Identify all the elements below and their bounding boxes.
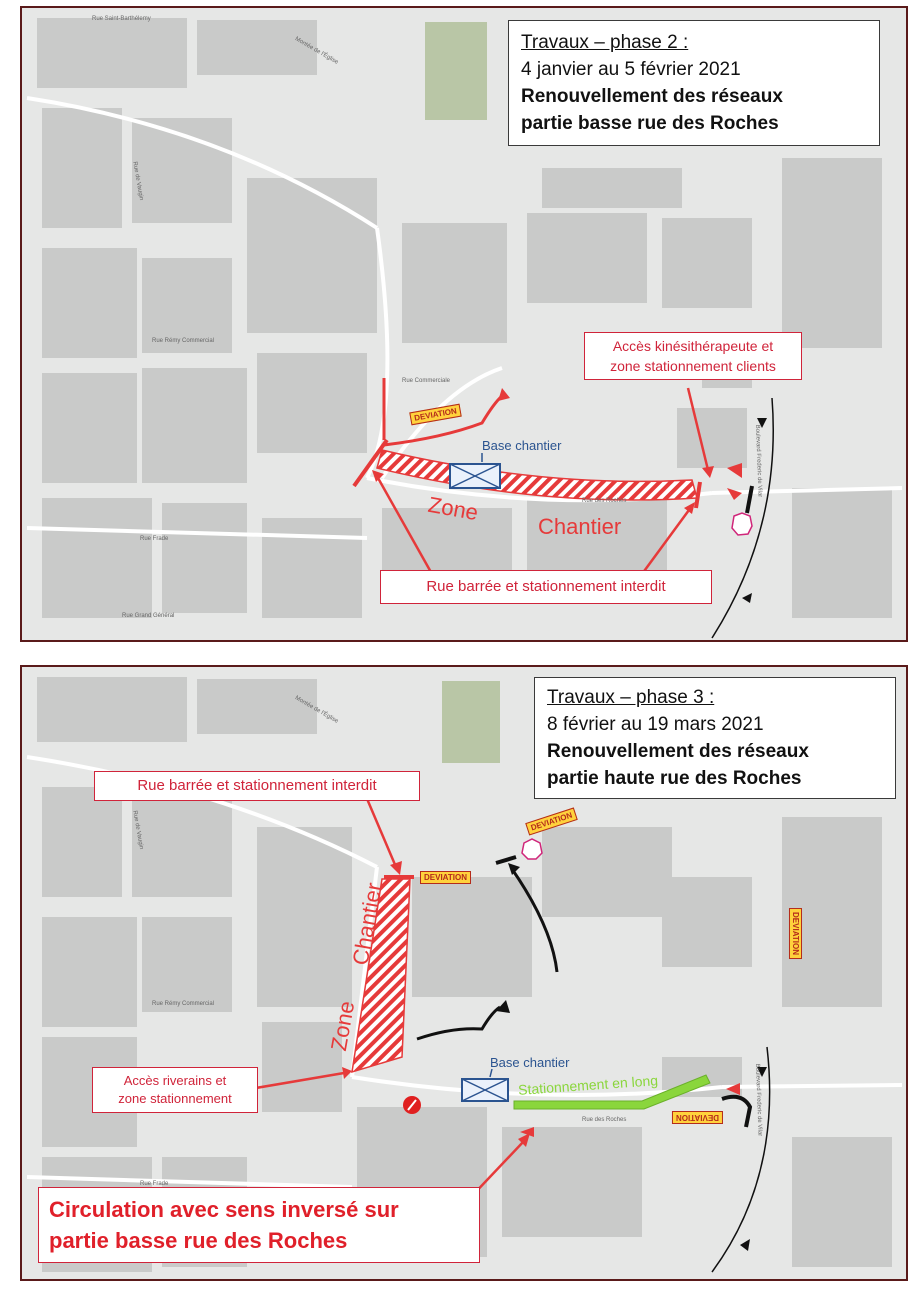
riverains-callout-line2: zone stationnement — [118, 1091, 232, 1106]
park-area — [425, 22, 487, 120]
black-bar — [495, 855, 517, 865]
phase3-title-line3: Renouvellement des réseaux — [547, 741, 809, 762]
park-area — [442, 681, 500, 763]
boulevard-line — [711, 1046, 771, 1273]
construction-zone — [376, 449, 698, 501]
black-arrow-1 — [757, 418, 767, 428]
base-chantier-label: Base chantier — [490, 1055, 570, 1070]
phase3-title-line2: 8 février au 19 mars 2021 — [547, 714, 764, 735]
red-arrow-2 — [520, 1127, 534, 1137]
street-label: Rue Frade — [140, 1181, 169, 1187]
closed-street-callout: Rue barrée et stationnement interdit — [380, 570, 712, 604]
phase3-title-line1: Travaux – phase 3 : — [547, 687, 715, 708]
phase2-title-line2: 4 janvier au 5 février 2021 — [521, 59, 741, 80]
street-label: Rue Commerciale — [402, 378, 451, 384]
riverains-callout-arrow — [249, 1071, 345, 1091]
access-callout-arrowhead — [702, 466, 714, 478]
circulation-callout-line2: partie basse rue des Roches — [49, 1228, 348, 1253]
red-arrow-2 — [727, 488, 742, 500]
deviation-arrowhead — [498, 388, 510, 401]
street-label: Rue Rémy Commercial — [152, 338, 215, 344]
stop-sign-icon — [521, 838, 543, 860]
closure-bar-right — [694, 481, 702, 509]
red-arrow-1 — [726, 1083, 740, 1095]
black-route-1 — [416, 1005, 501, 1041]
map-panel-phase2: Travaux – phase 2 : 4 janvier au 5 févri… — [20, 6, 908, 642]
deviation-tag: DEVIATION — [420, 871, 471, 884]
closed-callout-arrow-right — [640, 509, 691, 575]
closed-callout-arrow-left — [376, 477, 434, 575]
phase2-title-line3: Renouvellement des réseaux — [521, 86, 783, 107]
deviation-route-2 — [383, 394, 504, 447]
map-panel-phase3: Travaux – phase 3 : 8 février au 19 mars… — [20, 665, 908, 1281]
boulevard-line — [711, 397, 774, 639]
red-arrow-1 — [727, 463, 742, 478]
street-label: Rue des Roches — [582, 498, 627, 504]
riverains-callout-line1: Accès riverains et — [123, 1073, 227, 1088]
riverains-callout: Accès riverains et zone stationnement — [92, 1067, 258, 1113]
map-phase2-drawing — [26, 18, 903, 639]
black-turn — [721, 1094, 753, 1128]
building-blocks — [37, 18, 892, 618]
access-callout-line1: Accès kinésithérapeute et — [612, 338, 774, 354]
closure-bar-left — [352, 438, 389, 488]
access-callout-arrow — [686, 387, 710, 471]
access-callout: Accès kinésithérapeute et zone stationne… — [584, 332, 802, 380]
closed-callout-arrowhead-left — [372, 470, 384, 482]
closed-street-callout: Rue barrée et stationnement interdit — [94, 771, 420, 801]
phase2-title-line4: partie basse rue des Roches — [521, 113, 779, 134]
black-arrow-2 — [742, 593, 752, 603]
phase3-title-line4: partie haute rue des Roches — [547, 768, 802, 789]
phase2-title-box: Travaux – phase 2 : 4 janvier au 5 févri… — [508, 20, 880, 146]
deviation-tag: DEVIATION — [672, 1111, 723, 1124]
deviation-tag: DEVIATION — [788, 908, 802, 959]
phase3-title-box: Travaux – phase 3 : 8 février au 19 mars… — [534, 677, 896, 799]
base-chantier-label: Base chantier — [482, 438, 562, 453]
street-label: Rue des Roches — [582, 1117, 627, 1123]
access-callout-line2: zone stationnement clients — [610, 358, 776, 374]
phase2-title-line1: Travaux – phase 2 : — [521, 32, 689, 53]
street-label: Rue Frade — [140, 536, 169, 542]
chantier-label: Chantier — [538, 514, 622, 539]
base-chantier-pointer — [489, 1068, 493, 1078]
stop-sign-icon — [731, 512, 753, 536]
street-label: Rue Rémy Commercial — [152, 1001, 215, 1007]
black-bar — [745, 485, 754, 514]
street-label: Rue Grand Général — [122, 613, 175, 619]
street-label: Rue Saint-Barthélemy — [92, 16, 151, 22]
black-route-2 — [510, 868, 559, 973]
circulation-callout-line1: Circulation avec sens inversé sur — [49, 1197, 399, 1222]
circulation-callout: Circulation avec sens inversé sur partie… — [38, 1187, 480, 1263]
closed-callout-arrowhead-right — [684, 502, 695, 514]
map-phase3-drawing — [26, 677, 903, 1273]
parking-strip — [513, 1074, 711, 1110]
